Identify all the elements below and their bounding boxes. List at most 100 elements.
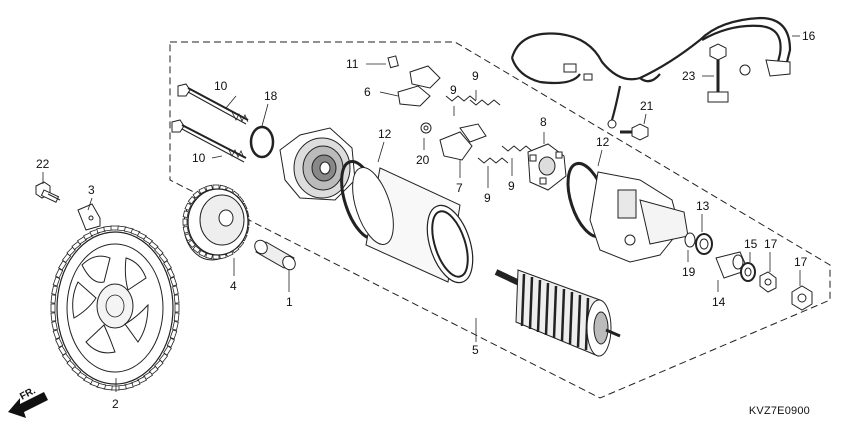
- gear-tooth: [184, 202, 192, 211]
- callout-22: 22: [36, 157, 50, 171]
- gear-tooth: [55, 337, 64, 348]
- callout-18: 18: [264, 89, 278, 103]
- gear-tooth: [163, 260, 172, 271]
- armature-winding: [560, 288, 566, 342]
- callout-13: 13: [696, 199, 710, 213]
- bolt-21: [620, 123, 649, 141]
- callout-1: 1: [286, 295, 293, 309]
- brush-cap-8: [527, 143, 567, 191]
- nut-17-inner: [759, 271, 777, 293]
- gear-tooth: [182, 225, 189, 234]
- gear-tooth: [55, 268, 64, 279]
- armature-winding: [576, 294, 582, 348]
- reduction-gear-shaft-1: [254, 239, 296, 271]
- callout-9-b: 9: [472, 69, 479, 83]
- callout-4: 4: [230, 279, 237, 293]
- gear-tooth: [212, 184, 220, 190]
- callout-9-c: 9: [484, 191, 491, 205]
- reduction-gear-4: [182, 184, 250, 261]
- gear-tooth: [173, 294, 180, 304]
- callout-9-a: 9: [450, 83, 457, 97]
- assembly-outline: [169, 41, 831, 399]
- starter-cable-16: [510, 16, 792, 129]
- spring-coil: [501, 145, 533, 152]
- spring-coil: [445, 95, 477, 102]
- callout-7: 7: [456, 181, 463, 195]
- gear-tooth: [50, 303, 56, 313]
- front-direction-arrow: FR.: [8, 385, 48, 418]
- gear-tooth: [50, 294, 57, 304]
- callout-12-rear: 12: [596, 135, 610, 149]
- diagram-code: KVZ7E0900: [748, 405, 810, 417]
- callout-11: 11: [346, 57, 359, 71]
- spring-coil: [477, 157, 509, 164]
- o-ring-18: [249, 125, 275, 159]
- callout-8: 8: [540, 115, 547, 129]
- armature-winding: [552, 285, 558, 339]
- callout-16: 16: [802, 29, 816, 43]
- callout-17-outer: 17: [794, 255, 808, 269]
- gear-tooth: [192, 190, 201, 199]
- washer-19: [684, 232, 696, 248]
- gear-tooth: [52, 329, 61, 340]
- brush-holder-6: [387, 55, 441, 107]
- starter-driven-gear: [50, 225, 180, 391]
- gear-tooth: [166, 268, 175, 279]
- arrow-icon: [8, 392, 48, 418]
- gear-tooth: [184, 233, 192, 242]
- callout-labels: 22 3 2 4 1 10 10 18 12 12 11 6 9 9 9 9 2…: [36, 29, 816, 411]
- armature-winding: [520, 273, 526, 327]
- gear-tooth: [172, 285, 179, 296]
- callout-9-d: 9: [508, 179, 515, 193]
- callout-20: 20: [416, 153, 430, 167]
- callout-12-front: 12: [378, 127, 392, 141]
- armature-winding: [528, 276, 534, 330]
- nut-17-outer: [791, 285, 813, 311]
- callout-21: 21: [640, 99, 654, 113]
- motor-yoke: [352, 167, 474, 284]
- through-bolts-10: [171, 83, 249, 163]
- brush-holder-7: [439, 123, 487, 161]
- spring-coil: [469, 99, 501, 106]
- bolt-23: [707, 43, 729, 103]
- callout-6: 6: [364, 85, 371, 99]
- gear-tooth: [187, 196, 196, 205]
- callout-2: 2: [112, 397, 119, 411]
- rear-cover: [589, 171, 689, 263]
- callout-10-top: 10: [214, 79, 228, 93]
- armature-winding: [536, 279, 542, 333]
- gear-tooth: [52, 276, 61, 287]
- washer-15: [740, 262, 756, 282]
- front-cover: [279, 127, 356, 201]
- screw-20: [420, 122, 432, 134]
- gear-tooth: [169, 276, 178, 287]
- gear-tooth: [174, 303, 180, 313]
- gear-tooth: [198, 249, 207, 258]
- gear-tooth: [192, 245, 201, 254]
- callout-15: 15: [744, 237, 758, 251]
- gear-tooth: [182, 210, 189, 219]
- callout-5: 5: [472, 343, 479, 357]
- gear-tooth: [169, 329, 178, 340]
- callout-14: 14: [712, 295, 726, 309]
- leader-lines: [42, 35, 801, 392]
- callout-19: 19: [682, 265, 696, 279]
- callout-3: 3: [88, 183, 95, 197]
- gear-tooth: [50, 312, 57, 322]
- gear-tooth: [198, 186, 207, 195]
- brush-springs-9: [445, 95, 533, 164]
- gear-tooth: [173, 312, 180, 322]
- washer-13: [695, 233, 713, 255]
- flange-bolt-22: [35, 181, 61, 203]
- callout-10-bottom: 10: [192, 151, 206, 165]
- armature-winding: [568, 291, 574, 345]
- gear-tooth: [166, 337, 175, 348]
- armature-winding: [544, 282, 550, 336]
- gear-tooth: [58, 345, 67, 356]
- gear-tooth: [182, 218, 188, 226]
- gear-tooth: [187, 239, 196, 248]
- callout-17-inner: 17: [764, 237, 778, 251]
- gear-tooth: [51, 285, 58, 296]
- gear-tooth: [51, 320, 58, 331]
